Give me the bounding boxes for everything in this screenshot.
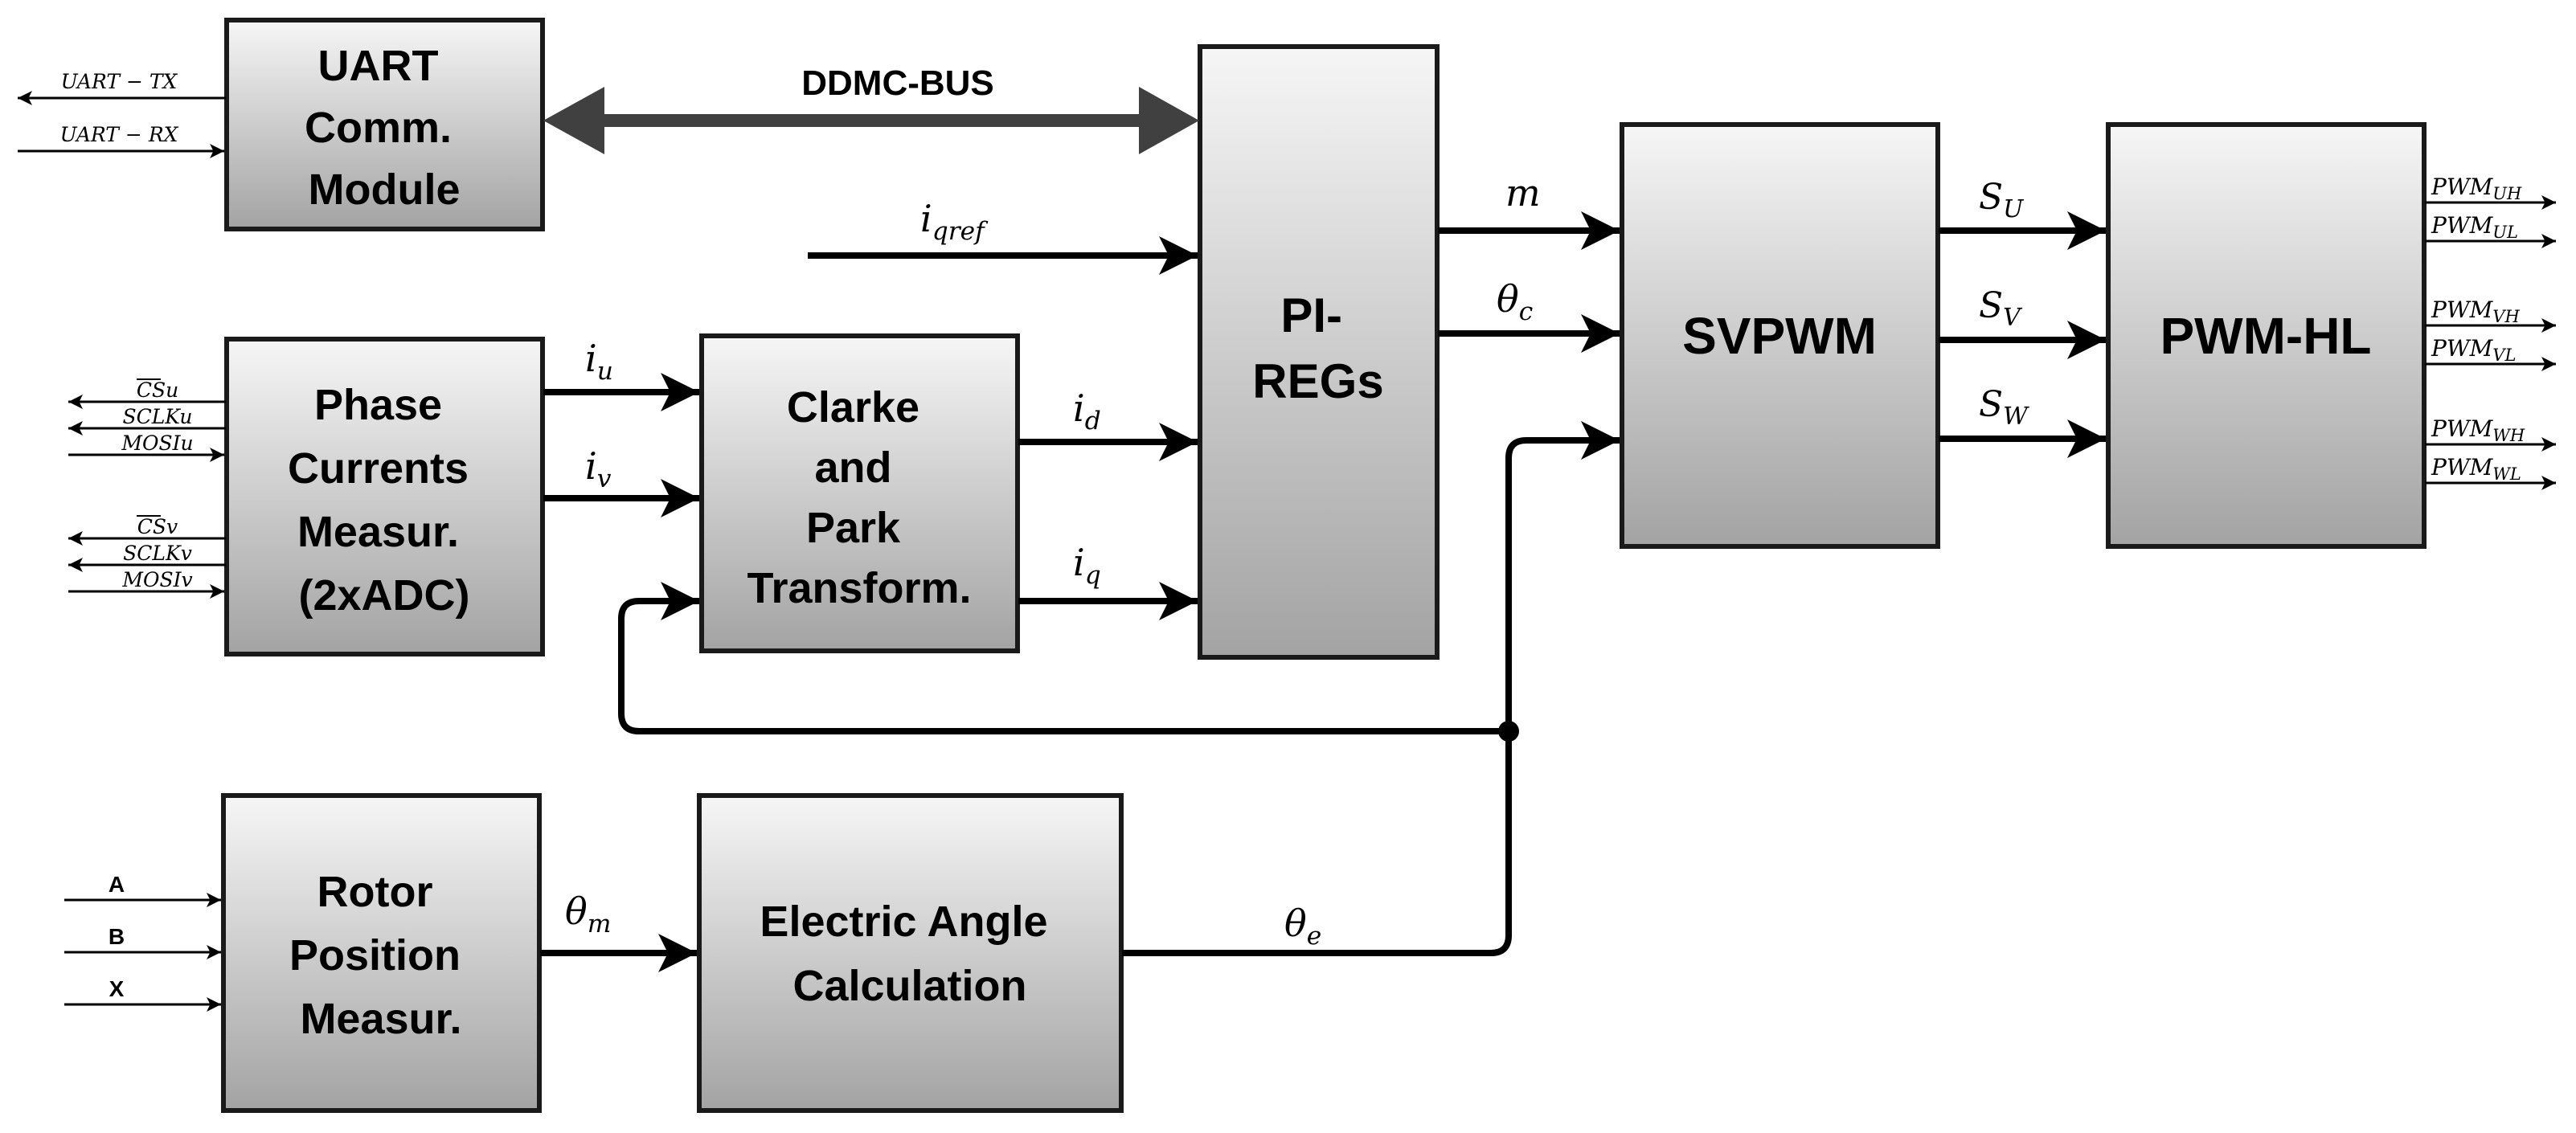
cs-v-label: CSv (137, 515, 178, 538)
encoder-pins: A B X (64, 872, 221, 1012)
rotor-position-block: Rotor Position Measur. (221, 793, 542, 1113)
sclk-v-label: SCLKv (123, 542, 192, 565)
junction-dot (1498, 721, 1519, 742)
su-label: SU (1979, 177, 2025, 223)
mosi-u-label: MOSIu (121, 432, 193, 455)
electric-angle-block: Electric Angle Calculation (697, 793, 1124, 1113)
rotor-line-1: Rotor (317, 868, 433, 916)
ddmc-bus-arrow (543, 87, 1199, 154)
phase-line-2: Currents (288, 444, 469, 493)
encoder-b-label: B (109, 924, 125, 949)
clarke-park-block: Clarke and Park Transform. (699, 333, 1020, 653)
uart-line-3: Module (309, 166, 461, 214)
svpwm-line-1: SVPWM (1682, 307, 1877, 365)
iv-label: iv (585, 444, 612, 493)
phase-line-3: Measur. (297, 508, 459, 556)
iq-label: iq (1073, 541, 1101, 590)
uart-tx-label: UART − TX (61, 70, 178, 93)
svpwm-block: SVPWM (1620, 122, 1940, 549)
theta-feedback-wire (618, 582, 1509, 734)
block-label: SVPWM (1682, 307, 1877, 365)
pwm-outputs: PWMUH PWMUL PWMVH PWMVL PWMWH PWMWL (2425, 174, 2556, 490)
the-wire (1122, 421, 1620, 956)
iu-label: iu (585, 337, 613, 386)
rotor-line-2: Position (289, 931, 461, 980)
pwm-vl-label: PWMVL (2431, 335, 2516, 365)
thc-label: θc (1497, 277, 1533, 326)
phase-v-pins: CSv SCLKv MOSIv (68, 515, 226, 599)
block-label: UART Comm. Module (305, 42, 464, 214)
sclk-u-label: SCLKu (122, 405, 192, 428)
thm-label: θm (565, 890, 611, 939)
uart-rx-label: UART − RX (60, 123, 179, 146)
mosi-v-label: MOSIv (121, 568, 192, 591)
encoder-a-label: A (109, 872, 125, 897)
block-label: PWM-HL (2160, 307, 2371, 365)
elec-line-2: Calculation (792, 962, 1026, 1010)
clarke-line-3: Park (806, 504, 901, 552)
encoder-x-label: X (109, 976, 125, 1001)
ddmc-bus-label: DDMC-BUS (801, 63, 994, 103)
clarke-line-1: Clarke (787, 383, 919, 432)
pwm-vh-label: PWMVH (2431, 297, 2520, 326)
signal-wires (540, 211, 2106, 972)
uart-pins: UART − TX UART − RX (18, 70, 226, 158)
signal-labels: iu iv id iq iqref m θc θm θe SU SV SW (565, 171, 2029, 951)
uart-line-1: UART (318, 42, 439, 90)
uart-comm-module-block: UART Comm. Module (224, 18, 545, 231)
pwm-wh-label: PWMWH (2431, 415, 2525, 445)
sw-label: SW (1979, 384, 2029, 431)
pwm-ul-label: PWMUL (2431, 212, 2518, 242)
pwmhl-line-1: PWM-HL (2160, 307, 2371, 365)
block-label: Electric Angle Calculation (760, 898, 1059, 1010)
pwm-wl-label: PWMWL (2431, 454, 2521, 484)
rotor-line-3: Measur. (300, 995, 461, 1043)
phase-u-pins: CSu SCLKu MOSIu (68, 378, 226, 462)
clarke-line-4: Transform. (747, 564, 971, 612)
block-label: Rotor Position Measur. (289, 868, 473, 1043)
block-label: Phase Currents Measur. (2xADC) (288, 381, 481, 620)
elec-line-1: Electric Angle (760, 898, 1047, 946)
the-label: θe (1284, 902, 1321, 951)
m-label: m (1505, 171, 1541, 215)
clarke-line-2: and (814, 444, 891, 492)
uart-line-2: Comm. (305, 104, 452, 152)
pwm-uh-label: PWMUH (2431, 174, 2522, 203)
phase-currents-block: Phase Currents Measur. (2xADC) (224, 337, 545, 656)
block-label: Clarke and Park Transform. (747, 383, 971, 612)
phase-line-1: Phase (314, 381, 442, 429)
pi-regs-block: PI- REGs (1198, 44, 1440, 660)
pireg-line-1: PI- (1280, 288, 1342, 342)
ddmc-bus: DDMC-BUS (543, 63, 1199, 154)
sv-label: SV (1979, 285, 2023, 332)
id-label: id (1073, 387, 1101, 436)
iqref-label: iqref (920, 197, 989, 246)
pireg-line-2: REGs (1252, 354, 1383, 408)
cs-u-label: CSu (137, 378, 178, 402)
block-label: PI- REGs (1252, 288, 1383, 408)
pwm-hl-block: PWM-HL (2106, 122, 2427, 549)
phase-line-4: (2xADC) (298, 571, 469, 620)
